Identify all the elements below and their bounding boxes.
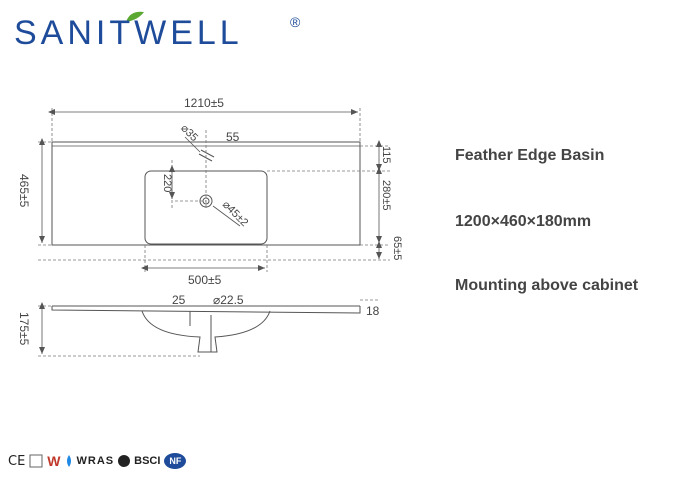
dim-bowl-depth: 280±5: [380, 180, 392, 211]
registered-mark: ®: [290, 14, 301, 30]
dim-overall-width: 1210±5: [184, 96, 224, 110]
dim-depth: 465±5: [17, 174, 31, 208]
leaf-icon: [126, 11, 144, 22]
dim-front-gap: 65±5: [391, 236, 403, 260]
watermark-logo: W: [47, 453, 61, 469]
product-size: 1200×460×180mm: [455, 213, 592, 230]
product-name: Feather Edge Basin: [455, 147, 605, 164]
dim-side-height: 175±5: [17, 312, 31, 346]
brand-logo: SANITWELL ®: [14, 10, 314, 60]
nf-logo: NF: [164, 453, 187, 469]
dim-drain-dia: ⌀35: [178, 122, 200, 144]
dim-overflow-dia: ⌀22.5: [213, 293, 244, 307]
bsci-icon: [118, 455, 131, 467]
dim-overflow: 25: [172, 293, 186, 307]
dim-bowl-offset: 220: [161, 174, 173, 192]
wras-logo: WRAS: [76, 455, 115, 467]
certification-logos: CE W WRAS BSCI NF: [8, 450, 187, 472]
dim-rim-thickness: 18: [366, 304, 380, 318]
brand-name: SANITWELL: [14, 14, 243, 52]
side-view: [51, 305, 361, 353]
mounting-info: Mounting above cabinet: [455, 277, 639, 294]
water-drop-icon: [65, 455, 73, 467]
ce-logo: CE: [8, 453, 26, 469]
dim-top-gap: 115: [380, 146, 392, 164]
dim-bowl-width: 500±5: [188, 273, 222, 287]
bsci-logo: BSCI: [134, 455, 161, 467]
dim-tap-hole: ⌀45±2: [220, 199, 250, 229]
dim-drain-offset: 55: [226, 130, 240, 144]
ukca-icon: [29, 454, 43, 468]
